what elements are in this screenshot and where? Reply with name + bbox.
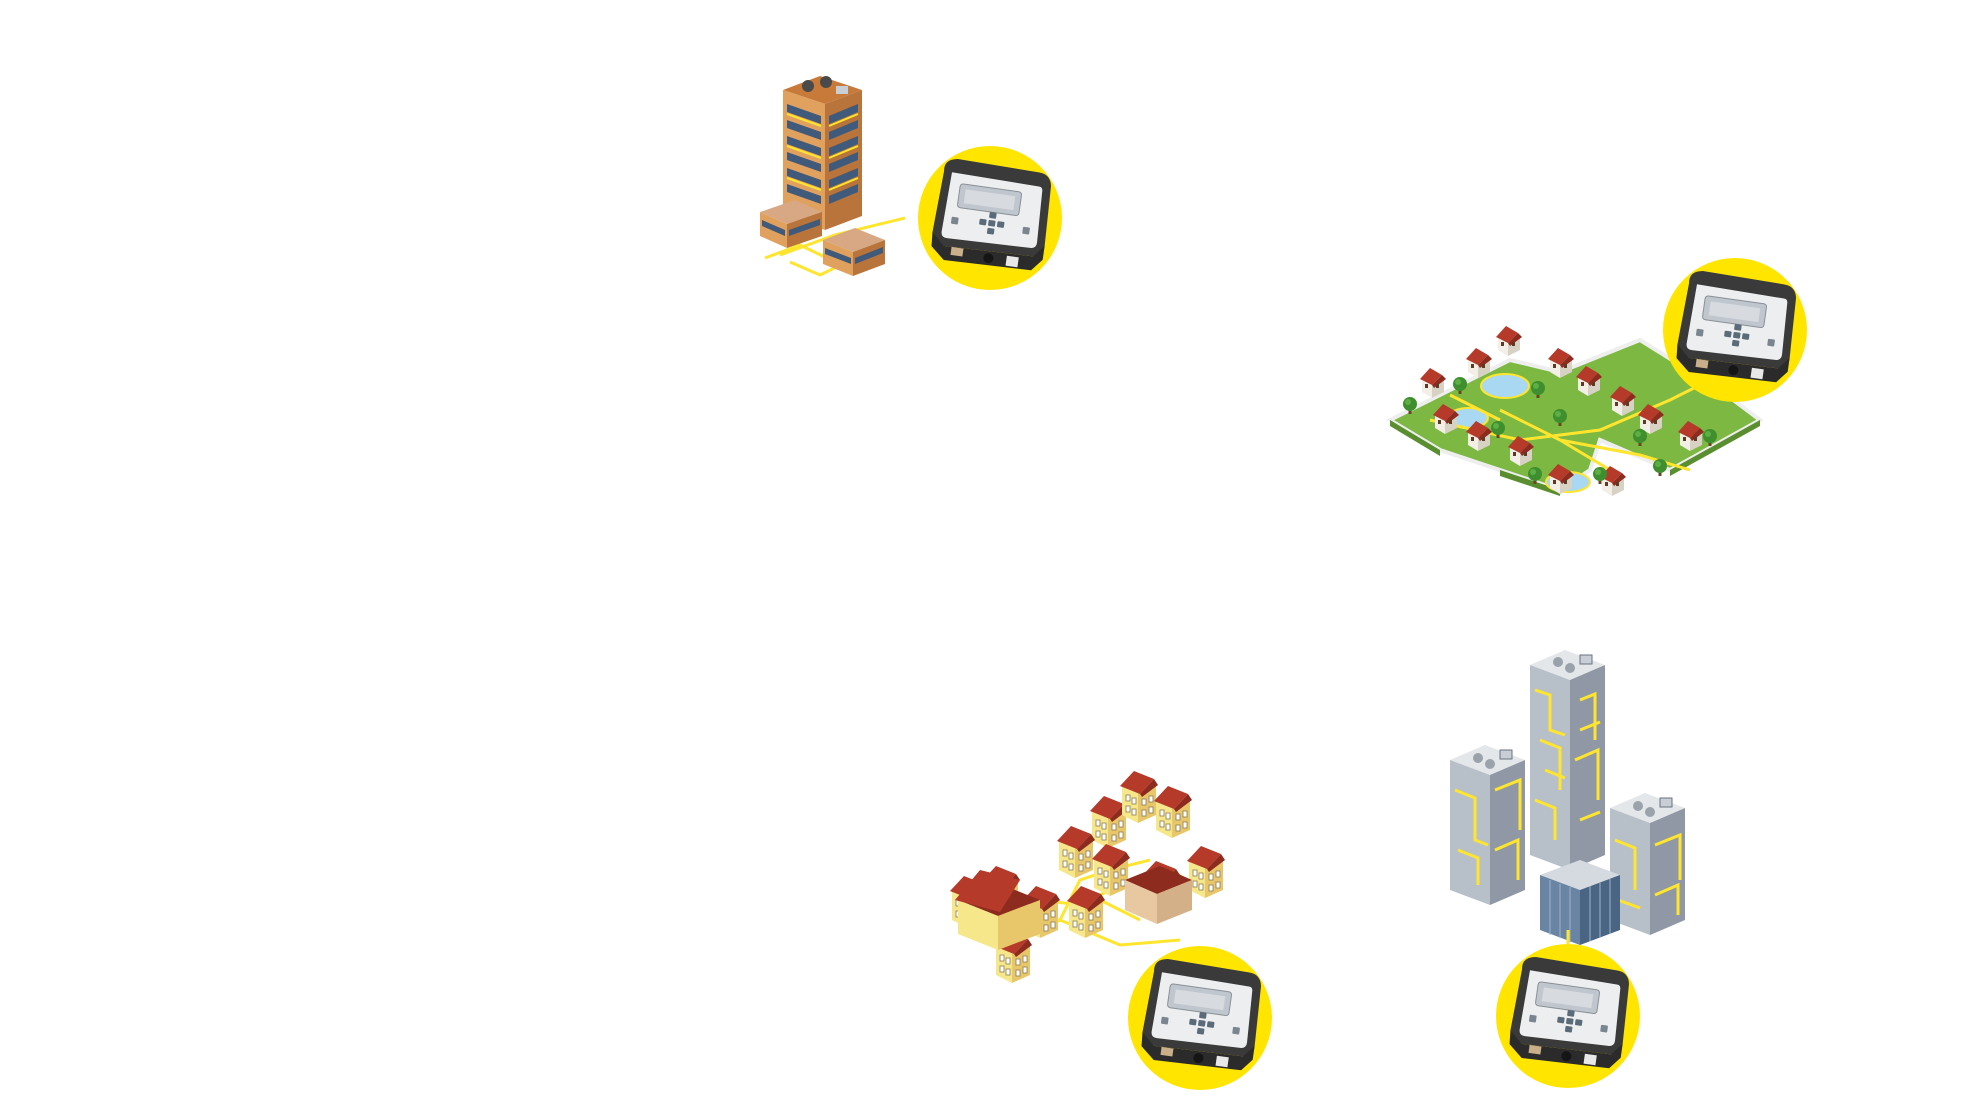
left-tower [1450, 745, 1525, 905]
annex-building-right [823, 228, 885, 276]
controller-device-icon [1662, 257, 1808, 403]
tall-tower [1530, 650, 1605, 870]
controller-device-icon [1495, 943, 1641, 1089]
office-tower-campus [760, 76, 1063, 291]
historic-town-block [949, 770, 1273, 1091]
residential-park [1385, 257, 1808, 496]
manor-building [955, 866, 1192, 950]
office-tower [783, 76, 862, 230]
controller-device-icon [1127, 945, 1273, 1091]
glass-podium [1540, 860, 1620, 945]
controller-device-icon [917, 145, 1063, 291]
annex-building-left [760, 200, 822, 248]
right-tower [1610, 793, 1685, 935]
skyscraper-complex [1450, 650, 1685, 1089]
